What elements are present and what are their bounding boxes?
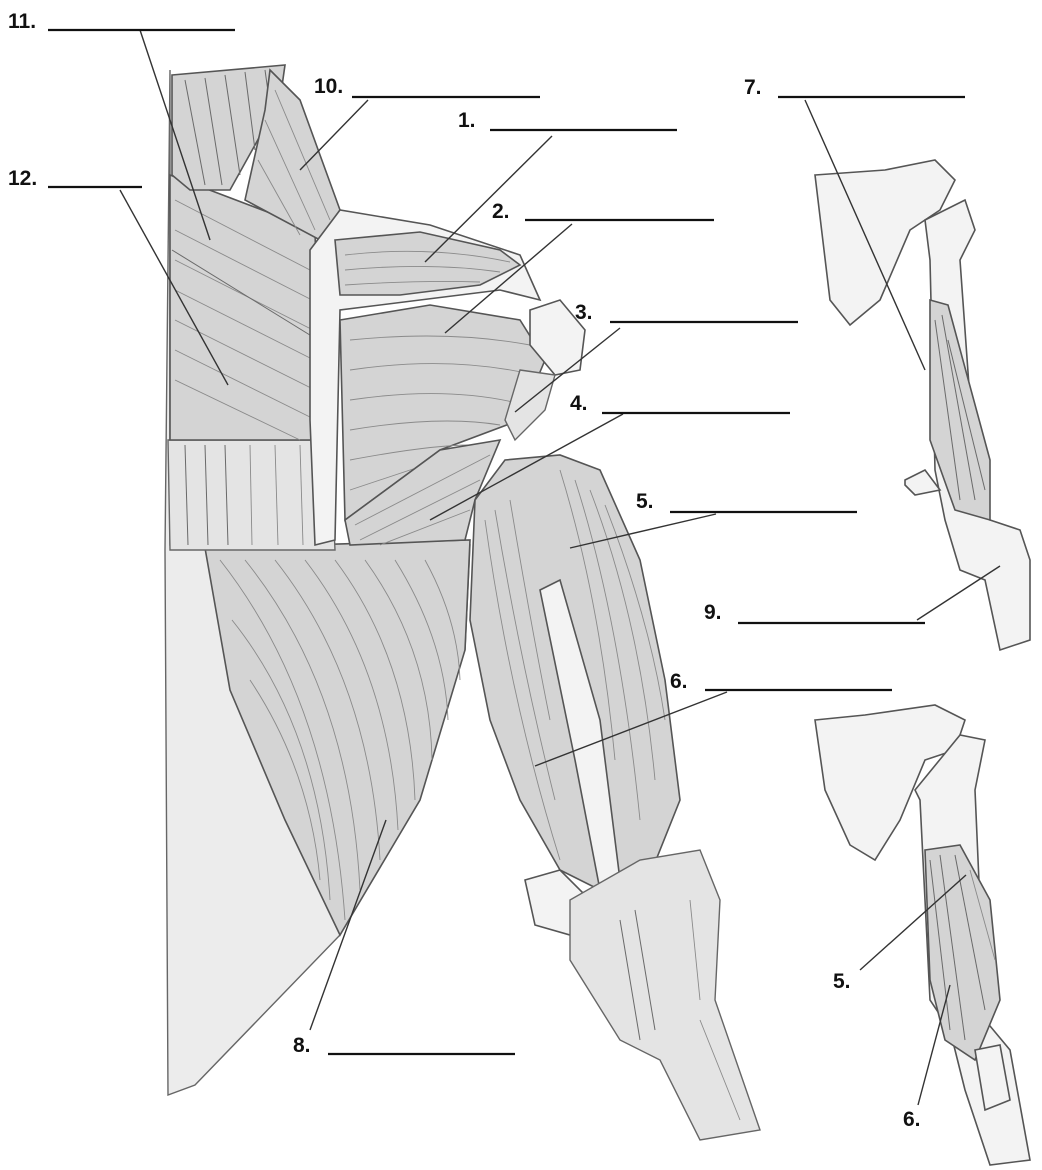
radius-upper [905, 470, 940, 495]
label-3: 3. [575, 301, 593, 324]
main-back-illustration [165, 65, 760, 1140]
label-6: 6. [670, 670, 688, 693]
label-7: 7. [744, 76, 762, 99]
label-6b: 6. [903, 1108, 921, 1131]
label-11: 11. [8, 10, 36, 33]
label-9: 9. [704, 601, 722, 624]
label-5b: 5. [833, 970, 851, 993]
lower-right-arm-illustration [815, 705, 1030, 1165]
upper-right-arm-illustration [815, 160, 1030, 650]
label-8: 8. [293, 1034, 311, 1057]
label-12: 12. [8, 167, 37, 190]
forearm [570, 850, 760, 1140]
label-5: 5. [636, 490, 654, 513]
label-2: 2. [492, 200, 510, 223]
label-4: 4. [570, 392, 588, 415]
label-10: 10. [314, 75, 343, 98]
leader-1 [425, 136, 552, 262]
label-1: 1. [458, 109, 476, 132]
